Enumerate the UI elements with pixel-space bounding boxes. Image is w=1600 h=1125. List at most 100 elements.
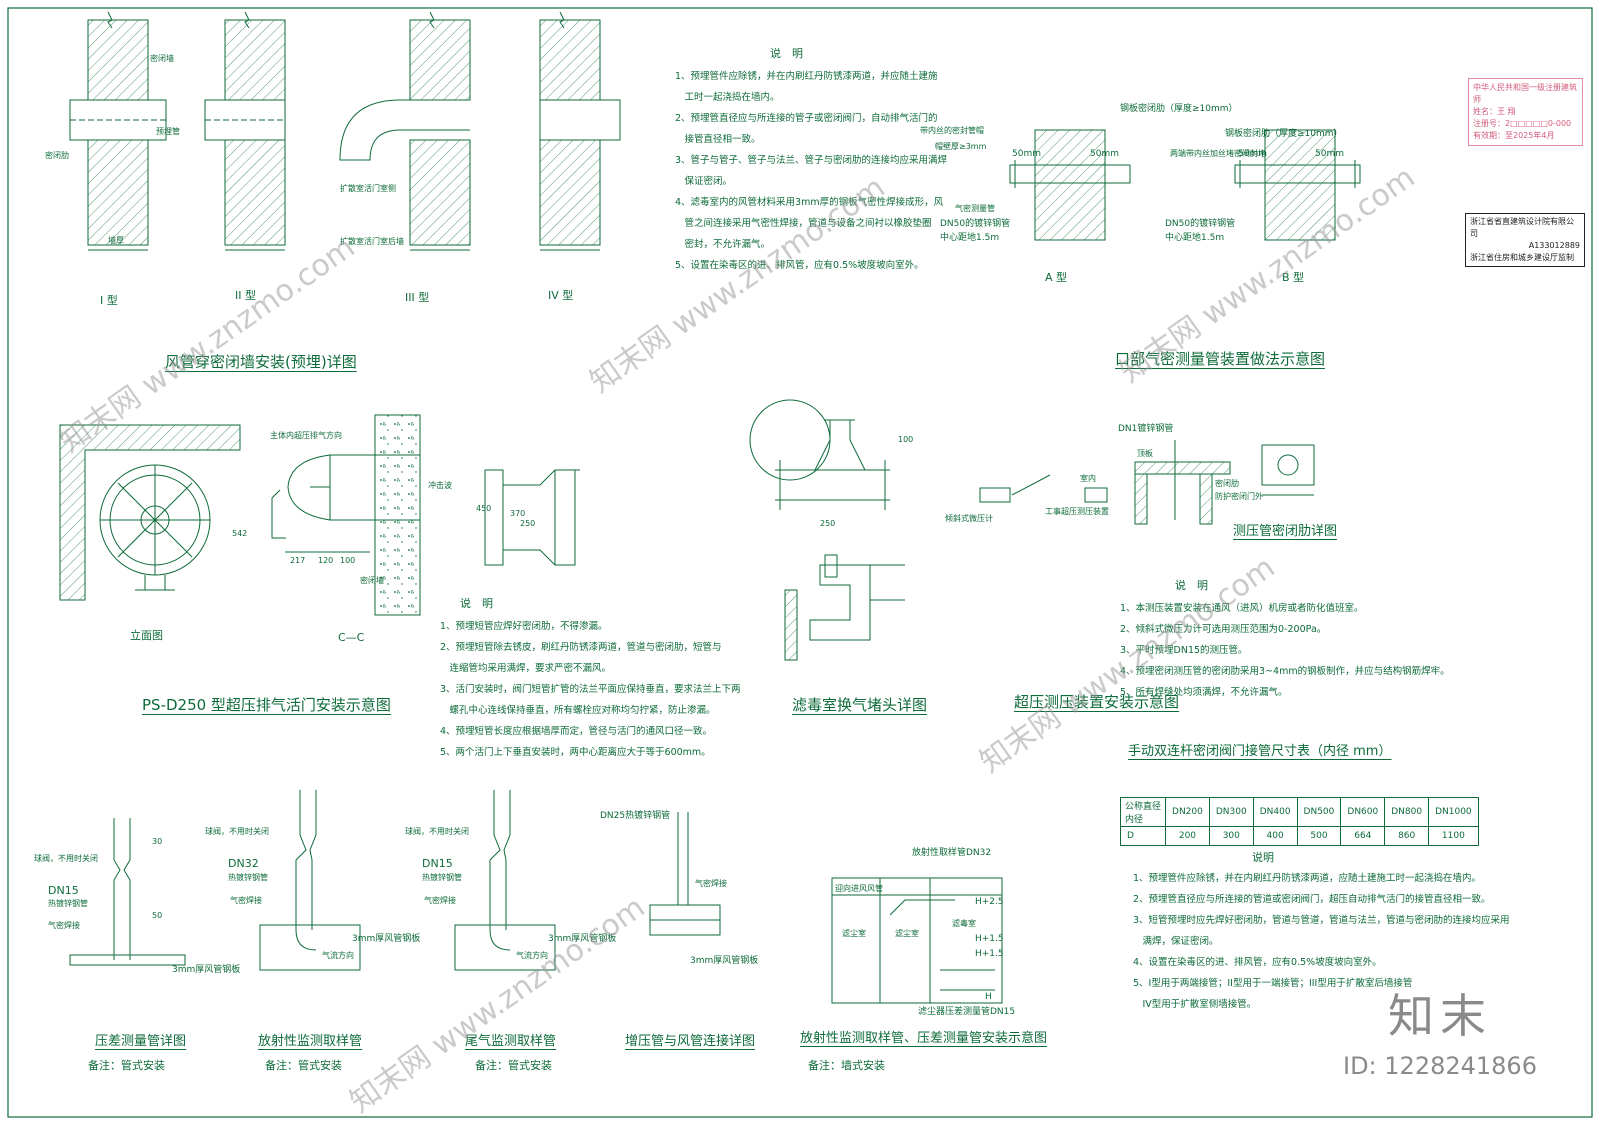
label-50mm-a1: 50mm — [1012, 149, 1041, 159]
label-cap-thk: 帽壁厚≥3mm — [935, 142, 987, 151]
note-item: 满焊，保证密闭。 — [1133, 936, 1219, 947]
dn-head-top: 公称直径 — [1125, 802, 1162, 812]
note-item: 3、活门安装时，阀门短管扩管的法兰平面应保持垂直，要求法兰上下两 — [440, 684, 741, 695]
note-item: 4、设置在染毒区的进、排风管，应有0.5%坡度坡向室外。 — [1133, 957, 1382, 968]
exhaust-section — [484, 469, 580, 566]
remark-4: 备注：墙式安装 — [808, 1059, 885, 1072]
label-galv-1: 热镀锌钢管 — [48, 899, 88, 908]
label-steel-rib: 钢板密闭肋（厚度≥10mm） — [1120, 104, 1238, 114]
dim-250b: 250 — [520, 519, 536, 528]
dn-value-cell: 1100 — [1428, 826, 1479, 846]
note-item: 2、倾斜式微压力计可选用测压范围为0-200Pa。 — [1120, 624, 1327, 635]
label-dn50-a: DN50的镀锌钢管 — [940, 219, 1011, 229]
dim-250: 250 — [820, 519, 836, 528]
note-item: 4、预埋短管长度应根据墙厚而定，管径与活门的通风口径一致。 — [440, 726, 713, 737]
label-valve-1: 球阀，不用时关闭 — [34, 854, 98, 863]
dim-50: 50 — [152, 911, 163, 920]
label-duct-1: 3mm厚风管钢板 — [172, 965, 241, 975]
note-item: 3、管子与管子、管子与法兰、管子与密闭肋的连接均应采用满焊 — [675, 155, 948, 166]
dn-col-header: DN200 — [1165, 797, 1210, 827]
label-seal-rib: 密闭肋 — [45, 151, 69, 160]
label-weld-4: 气密焊接 — [695, 879, 727, 888]
dn-value-cell: 300 — [1208, 826, 1254, 846]
note-item: 4、滤毒室内的风管材料采用3mm厚的钢板气密性焊接成形，风 — [675, 197, 944, 208]
note-item: 5、设置在染毒区的进、排风管，应有0.5%坡度坡向室外。 — [675, 260, 924, 271]
dn-value-cell: 860 — [1384, 826, 1430, 846]
stamp-line-4: 有效期：至2025年4月 — [1473, 131, 1555, 140]
label-dn32: DN32 — [228, 857, 259, 870]
remark-3: 备注：管式安装 — [475, 1059, 552, 1072]
note-item: 1、本测压装置安装在通风（进风）机房或者防化值班室。 — [1120, 603, 1364, 614]
label-duct-4: 3mm厚风管钢板 — [690, 956, 759, 966]
dn-value-cell: 400 — [1252, 826, 1298, 846]
note-item: 2、预埋短管除去锈皮，刷红丹防锈漆两道，管道与密闭肋，短管与 — [440, 642, 722, 653]
title-pressure-seal: 测压管密闭肋详图 — [1233, 524, 1338, 539]
label-fresh-air: 迎向进风风管 — [835, 884, 883, 893]
type-2-wall — [204, 11, 286, 251]
dn-col-header: DN400 — [1252, 797, 1298, 827]
type-3-wall — [339, 11, 471, 251]
type-b-label: B 型 — [1282, 271, 1305, 284]
note-item: 接管直径相一致。 — [675, 134, 761, 145]
label-weld-2: 气密焊接 — [230, 896, 262, 905]
label-flow-1: 气流方向 — [322, 951, 354, 960]
title-duct-wall: 风管穿密闭墙安装(预埋)详图 — [165, 353, 357, 371]
cc-section — [271, 414, 421, 616]
label-valve-2: 球阀，不用时关闭 — [205, 827, 269, 836]
dn-col-header: DN600 — [1340, 797, 1386, 827]
radio-install-detail — [831, 877, 1003, 1004]
booster-detail — [649, 812, 721, 936]
label-50mm-a2: 50mm — [1090, 149, 1119, 159]
dn-row-label: D — [1119, 826, 1167, 846]
label-flow-2: 气流方向 — [516, 951, 548, 960]
dn-value-cell: 664 — [1340, 826, 1386, 846]
dim-120: 120 — [318, 556, 334, 565]
type-4-wall — [539, 11, 621, 251]
note-item: 4、预埋密闭测压管的密闭肋采用3~4mm的钢板制作，并应与结构钢筋焊牢。 — [1120, 666, 1450, 677]
label-center-a: 中心距地1.5m — [940, 233, 1000, 243]
stamp-line-3: 注册号：2□□□□□0-000 — [1473, 119, 1572, 128]
tail-gas-detail — [454, 790, 556, 971]
label-center-b: 中心距地1.5m — [1165, 233, 1225, 243]
dn-col-header: DN800 — [1384, 797, 1430, 827]
notes3-heading: 说 明 — [1175, 579, 1208, 592]
label-elevation: 立面图 — [130, 629, 163, 642]
type-1-wall — [69, 11, 167, 251]
note-item: 1、预埋管件应除锈，并在内刷红丹防锈漆两道，应随土建施工时一起浇捣在墙内。 — [1133, 873, 1482, 884]
label-top-plate: 顶板 — [1137, 449, 1153, 458]
label-filter-b: 滤尘室 — [895, 929, 919, 938]
remark-2: 备注：管式安装 — [265, 1059, 342, 1072]
dn-col-header: DN1000 — [1428, 797, 1479, 827]
type-1-label: I 型 — [100, 294, 118, 307]
diff-pressure-detail — [69, 818, 186, 966]
overpressure-device — [979, 440, 1231, 525]
dim-542: 542 — [232, 529, 248, 538]
company-name: 浙江省省直建筑设计院有限公司 — [1470, 217, 1574, 238]
label-diffuser-after: 扩散室活门室后墙 — [340, 237, 404, 246]
label-cc: C—C — [338, 631, 365, 644]
image-id: ID: 1228241866 — [1343, 1052, 1537, 1080]
label-incline: 倾斜式微压计 — [945, 514, 993, 523]
label-embedded-pipe: 预埋管 — [156, 127, 180, 136]
note-item: 工时一起浇捣在墙内。 — [675, 92, 780, 103]
notes1-heading: 说 明 — [770, 47, 803, 60]
remark-1: 备注：管式安装 — [88, 1059, 165, 1072]
znzmo-logo: 知末 — [1388, 989, 1492, 1043]
dn-col-header: DN500 — [1296, 797, 1342, 827]
label-galv-3: 热镀锌钢管 — [422, 873, 462, 882]
dim-450: 450 — [476, 504, 492, 513]
title-filter-room: 滤毒室换气堵头详图 — [792, 696, 928, 714]
dim-217: 217 — [290, 556, 306, 565]
note-item: 2、预埋管直径应与所连接的管子或密闭阀门，自动排气活门的 — [675, 113, 938, 124]
label-h15b: H+1.5 — [975, 949, 1004, 959]
title-radio-install: 放射性监测取样管、压差测量管安装示意图 — [800, 1031, 1048, 1046]
label-filter-a: 滤尘室 — [842, 929, 866, 938]
dim-30: 30 — [152, 837, 163, 846]
company-cert: A133012889 — [1528, 241, 1580, 250]
note-item: 1、预埋短管应焊好密闭肋，不得渗漏。 — [440, 621, 608, 632]
label-dn15-1: DN15 — [48, 884, 79, 897]
title-overpressure: 超压测压装置安装示意图 — [1014, 693, 1180, 711]
dim-100: 100 — [898, 435, 914, 444]
pressure-seal — [1261, 444, 1315, 496]
